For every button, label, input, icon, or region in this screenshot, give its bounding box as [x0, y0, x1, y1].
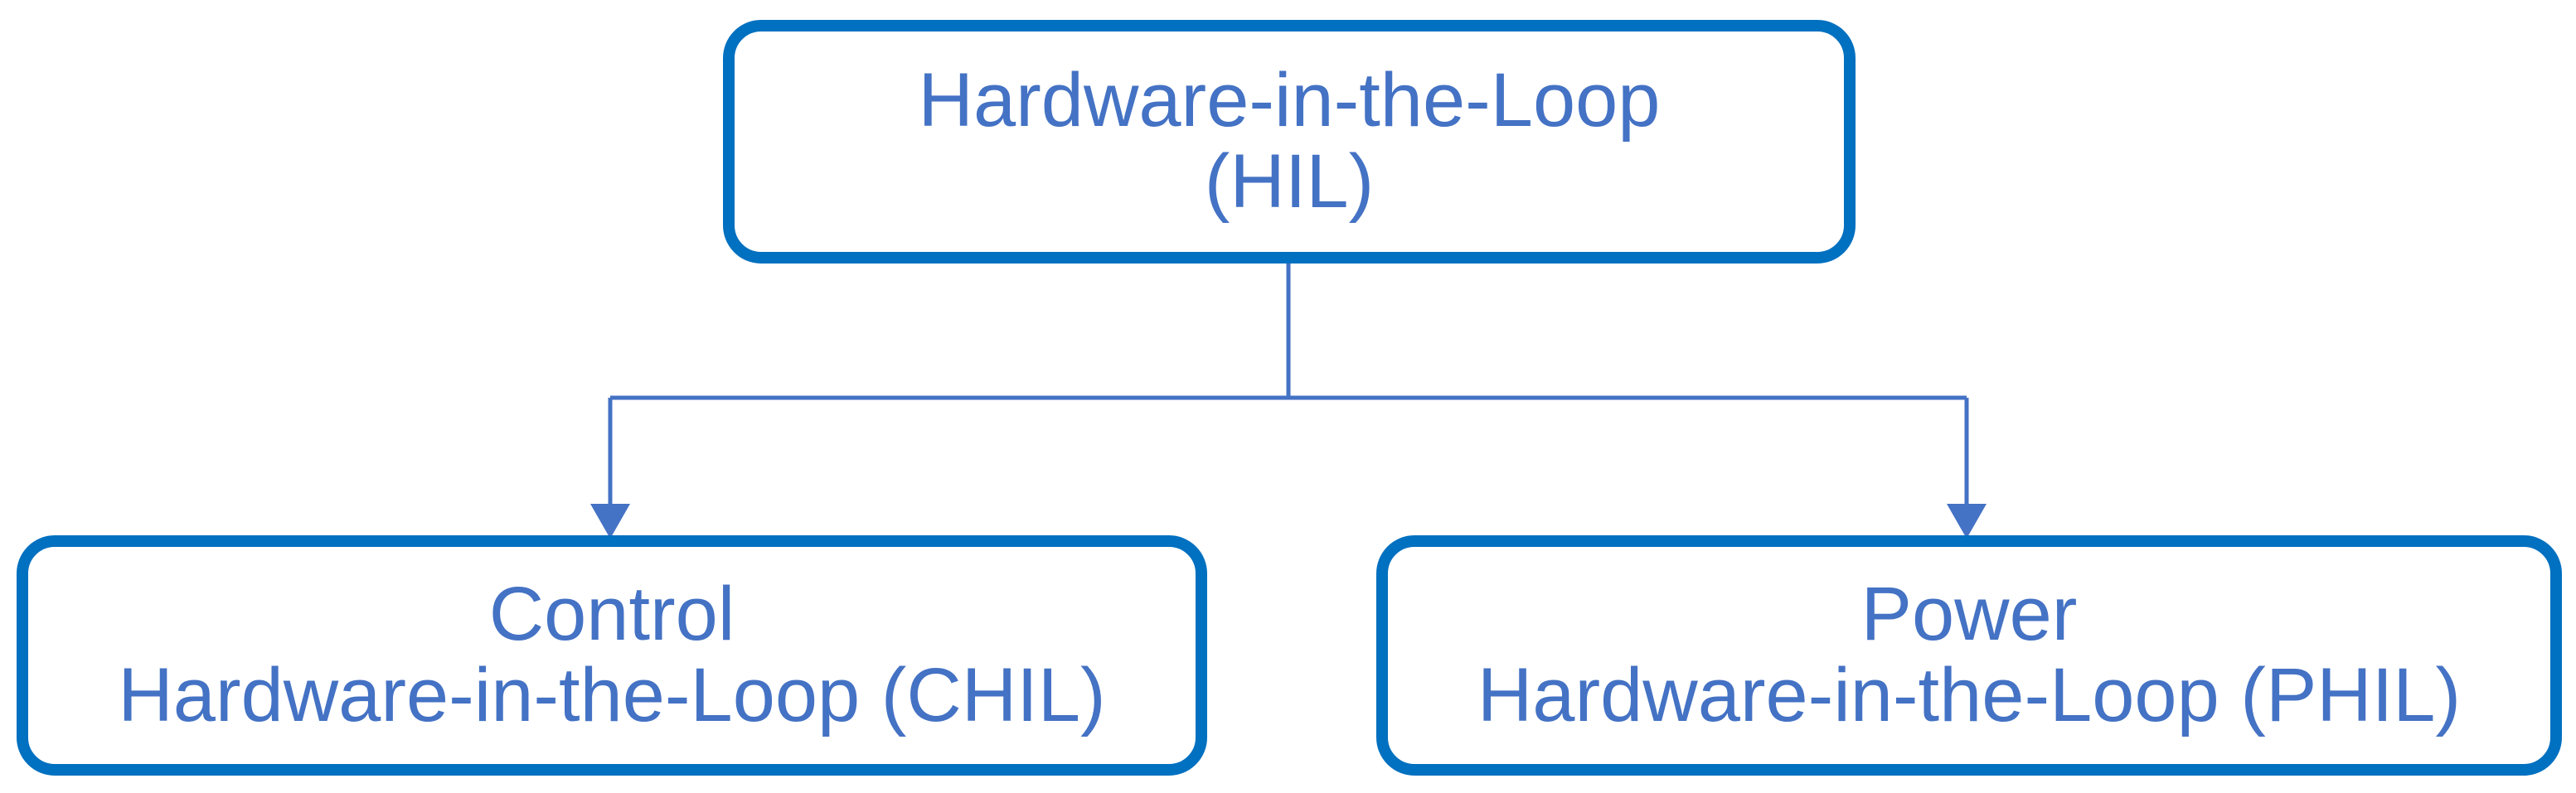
chil-subtitle: Hardware-in-the-Loop (CHIL) [118, 653, 1106, 737]
left-arrowhead [590, 504, 630, 539]
phil-box: Power Hardware-in-the-Loop (PHIL) [1376, 535, 2562, 776]
hil-box: Hardware-in-the-Loop (HIL) [723, 20, 1856, 264]
hil-title: Hardware-in-the-Loop [918, 58, 1661, 143]
chil-box: Control Hardware-in-the-Loop (CHIL) [17, 535, 1207, 776]
right-arrowhead [1947, 504, 1987, 539]
phil-subtitle: Hardware-in-the-Loop (PHIL) [1477, 653, 2462, 737]
chil-title: Control [488, 572, 735, 657]
phil-title: Power [1860, 572, 2078, 657]
hil-abbreviation: (HIL) [1204, 139, 1375, 224]
